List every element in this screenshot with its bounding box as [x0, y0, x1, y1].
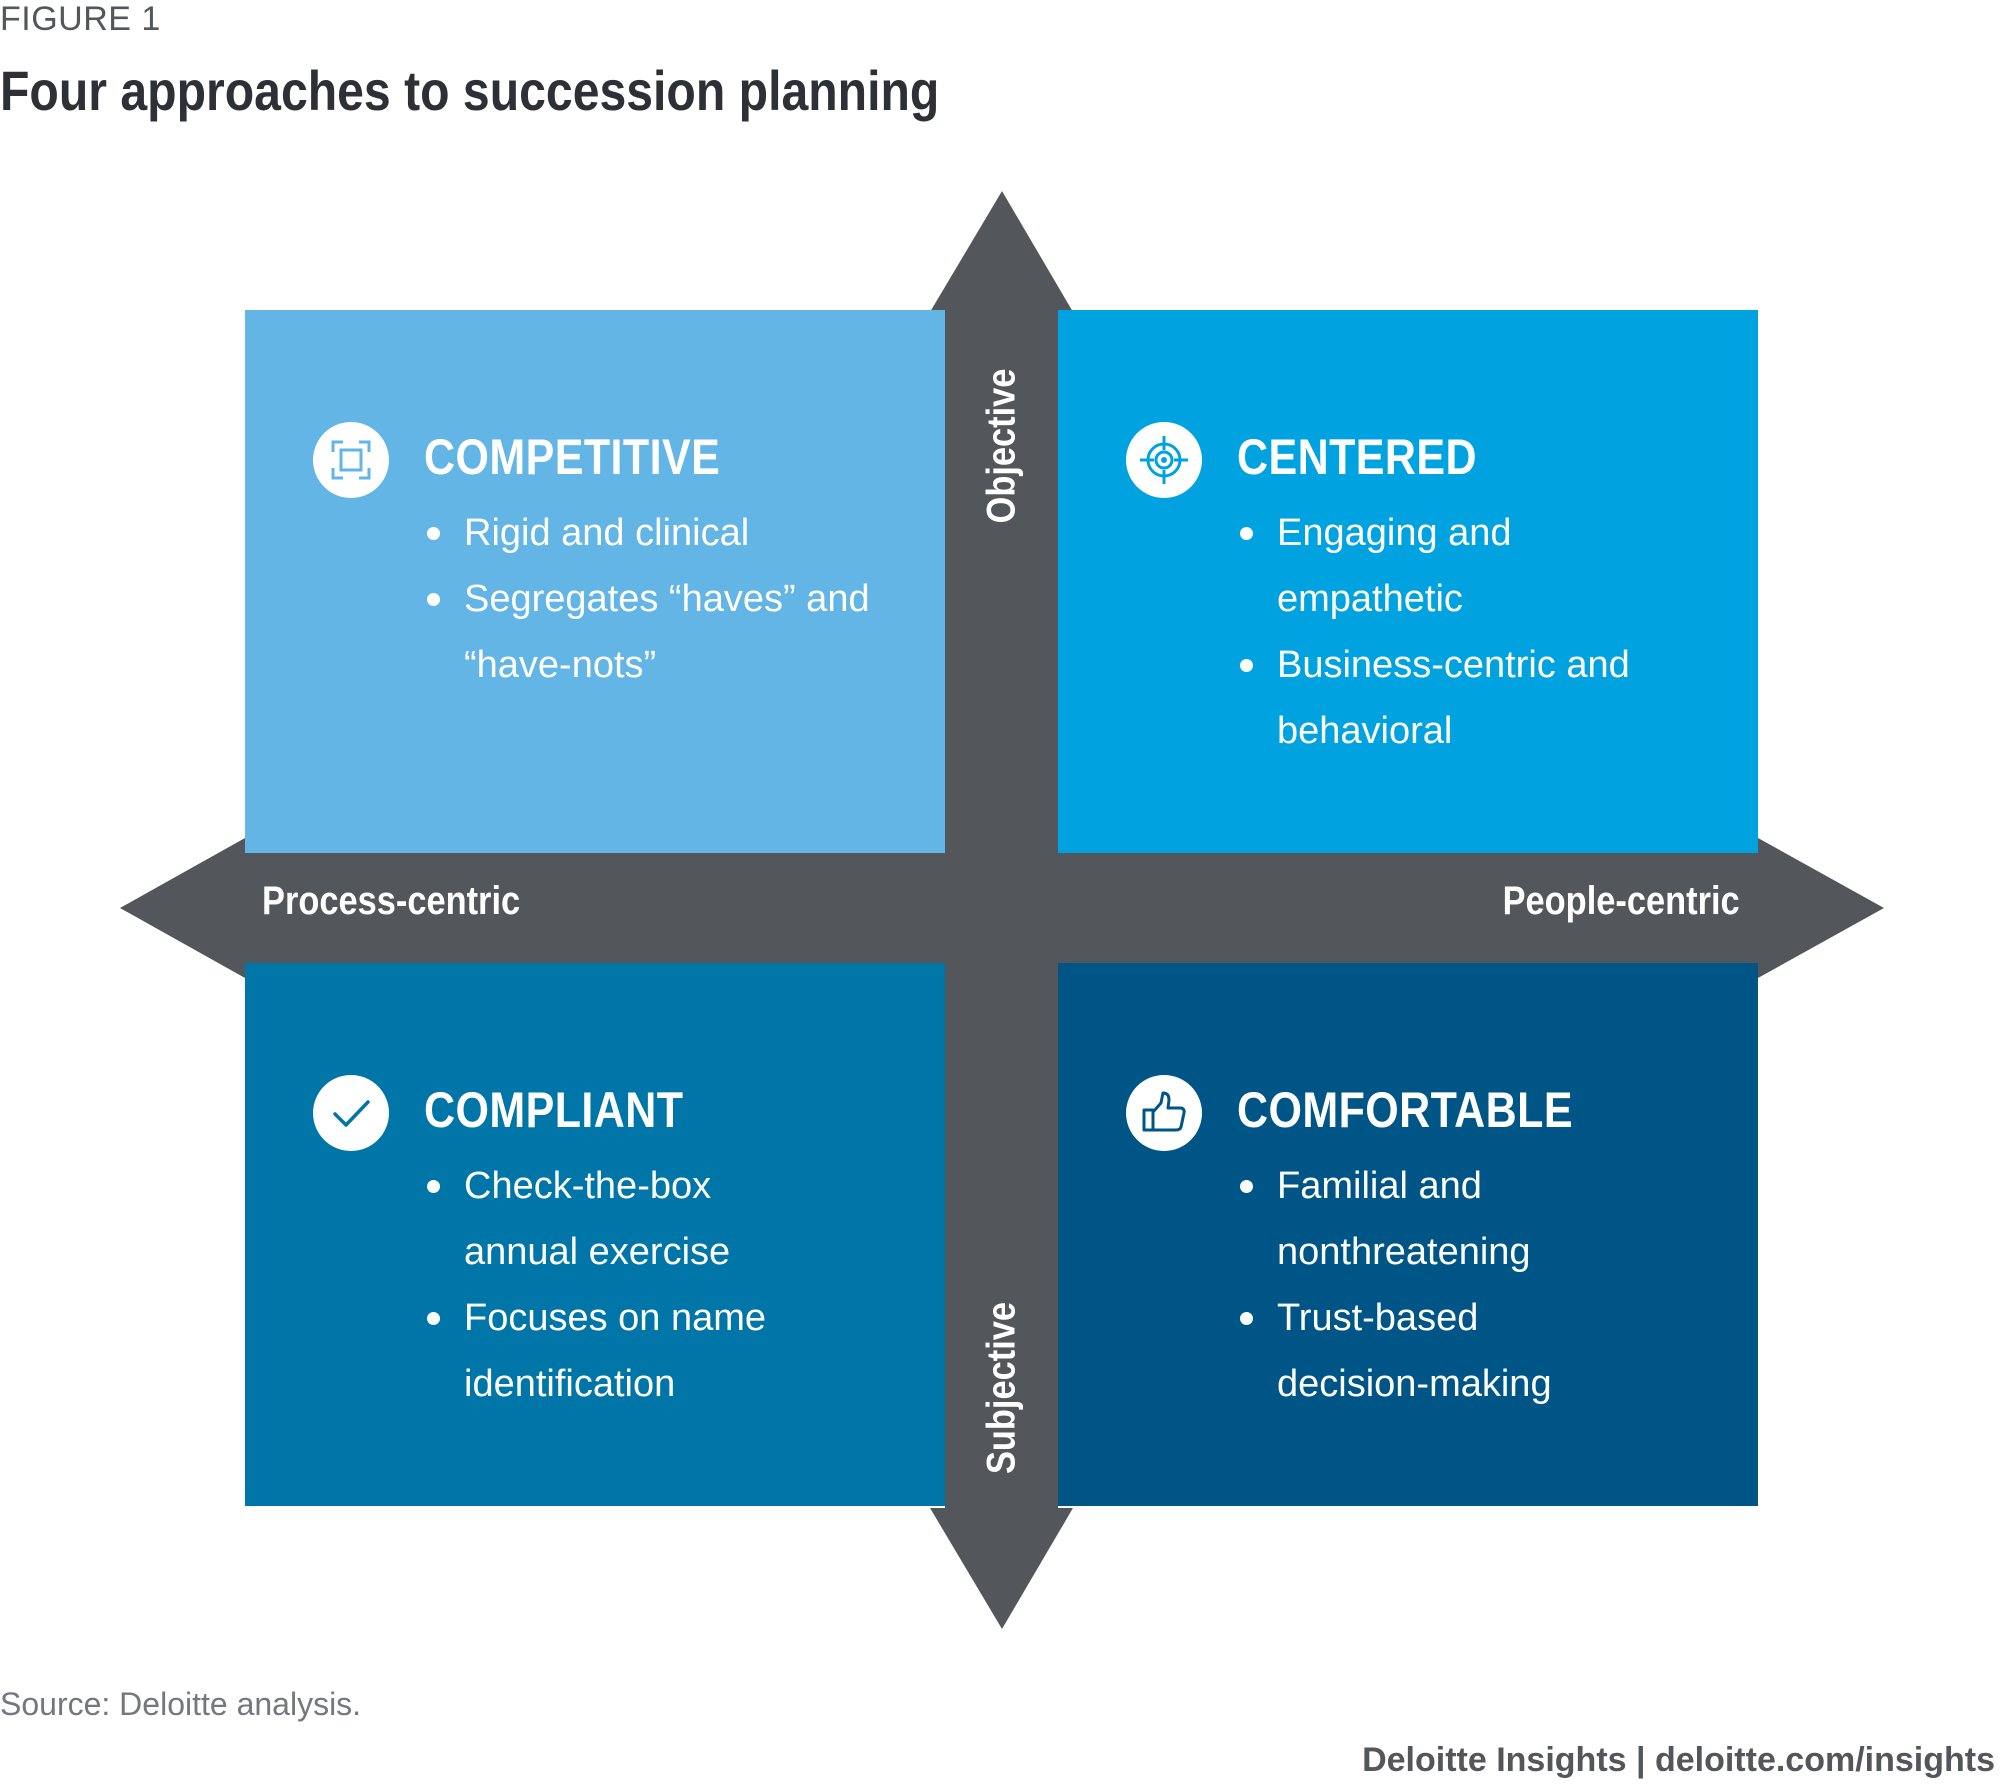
quadrant-compliant: COMPLIANT Check-the-box annual exercise … [245, 963, 945, 1506]
axis-label-objective: Objective [979, 368, 1024, 524]
axis-label-subjective: Subjective [979, 1301, 1024, 1475]
horizontal-axis-arrow [120, 838, 1884, 978]
thumbs-up-icon [1126, 1075, 1202, 1151]
source-note: Source: Deloitte analysis. [0, 1686, 362, 1722]
bullet-item: Engaging and empathetic [1237, 500, 1577, 632]
axis-label-process-centric: Process-centric [262, 879, 521, 923]
expand-frame-icon [313, 422, 389, 498]
bullet-list: Rigid and clinical Segregates “haves” an… [424, 500, 904, 698]
quadrant-title: CENTERED [1237, 429, 1477, 485]
checkmark-icon [313, 1075, 389, 1151]
quadrant-title: COMFORTABLE [1237, 1082, 1573, 1138]
target-crosshair-icon [1126, 422, 1202, 498]
bullet-item: Focuses on name identification [424, 1285, 824, 1417]
bullet-item: Business-centric and behavioral [1237, 632, 1697, 764]
bullet-list: Check-the-box annual exercise Focuses on… [424, 1153, 824, 1417]
bullet-item: Trust-based decision-making [1237, 1285, 1577, 1417]
bullet-item: Rigid and clinical [424, 500, 904, 566]
quadrant-title: COMPLIANT [424, 1082, 684, 1138]
quadrant-competitive: COMPETITIVE Rigid and clinical Segregate… [245, 310, 945, 853]
bullet-list: Engaging and empathetic Business-centric… [1237, 500, 1697, 764]
figure-label: FIGURE 1 [0, 0, 161, 38]
quadrant-title: COMPETITIVE [424, 429, 721, 485]
credit-line: Deloitte Insights | deloitte.com/insight… [1362, 1741, 1995, 1779]
bullet-item: Familial and nonthreatening [1237, 1153, 1577, 1285]
bullet-item: Check-the-box annual exercise [424, 1153, 784, 1285]
bullet-list: Familial and nonthreatening Trust-based … [1237, 1153, 1577, 1417]
axis-label-people-centric: People-centric [1502, 879, 1740, 923]
figure-title: Four approaches to succession planning [0, 59, 940, 122]
quadrant-comfortable: COMFORTABLE Familial and nonthreatening … [1058, 963, 1758, 1506]
quadrant-centered: CENTERED Engaging and empathetic Busines… [1058, 310, 1758, 853]
bullet-item: Segregates “haves” and “have-nots” [424, 566, 904, 698]
